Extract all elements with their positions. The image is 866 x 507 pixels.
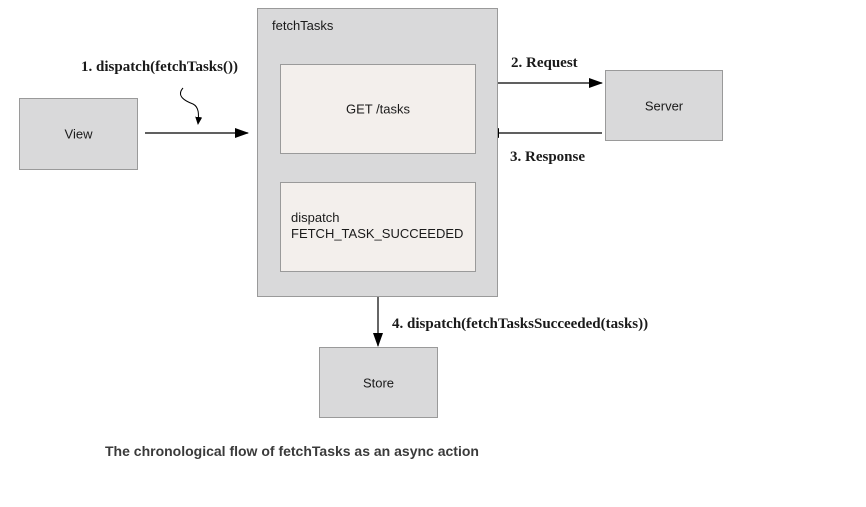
figure-caption: The chronological flow of fetchTasks as … — [105, 443, 479, 459]
step4-label: 4. dispatch(fetchTasksSucceeded(tasks)) — [392, 316, 649, 332]
step1-label: 1. dispatch(fetchTasks()) — [81, 59, 238, 75]
get-tasks-label: GET /tasks — [345, 101, 411, 117]
dispatch-line2: FETCH_TASK_SUCCEEDED — [291, 226, 464, 241]
view-label: View — [64, 126, 93, 142]
store-label: Store — [362, 375, 395, 390]
dispatch-line1: dispatch — [291, 210, 340, 225]
view-box: View — [19, 98, 138, 170]
fetchtasks-title: fetchTasks — [272, 18, 334, 33]
server-box: Server — [605, 70, 723, 141]
store-box: Store — [319, 347, 438, 418]
step1-pointer-arrow — [179, 87, 203, 125]
dispatch-succeeded-text: dispatch FETCH_TASK_SUCCEEDED — [291, 210, 463, 242]
step3-label: 3. Response — [510, 149, 586, 165]
step2-label: 2. Request — [511, 55, 578, 71]
get-tasks-box: GET /tasks — [280, 64, 476, 154]
server-label: Server — [644, 98, 684, 113]
dispatch-succeeded-box: dispatch FETCH_TASK_SUCCEEDED — [280, 182, 476, 272]
